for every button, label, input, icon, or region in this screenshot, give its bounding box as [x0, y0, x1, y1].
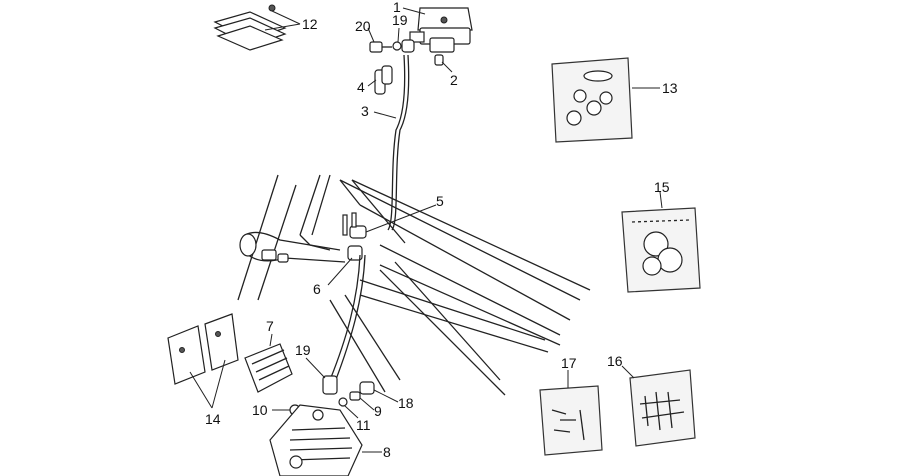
callout-19-top: 19 — [392, 12, 408, 28]
part-6-hose-guide: 6 — [313, 245, 363, 297]
lower-brake-hose — [329, 254, 366, 383]
part-9-screw: 9 — [349, 391, 382, 419]
callout-1: 1 — [393, 0, 401, 15]
callout-11: 11 — [356, 417, 371, 433]
part-1-master-cylinder: 1 — [393, 0, 473, 53]
part-12-reservoir-plate: 12 — [213, 4, 318, 51]
part-14-brake-pads: 14 — [167, 313, 239, 427]
callout-14: 14 — [205, 411, 221, 427]
callout-8: 8 — [383, 444, 391, 460]
part-3-brake-hose: 3 — [361, 54, 410, 231]
callout-9: 9 — [374, 403, 382, 419]
callout-2: 2 — [450, 72, 458, 88]
part-18-bleed-screw: 18 — [359, 381, 414, 411]
callout-7: 7 — [266, 318, 274, 334]
callout-3: 3 — [361, 103, 369, 119]
callout-17: 17 — [561, 355, 577, 371]
part-15-kit-bag: 15 — [621, 179, 701, 293]
callout-5: 5 — [436, 193, 444, 209]
part-19-washer-lower: 19 — [295, 342, 338, 395]
callout-15: 15 — [654, 179, 670, 195]
part-16-kit-bag: 16 — [607, 353, 696, 447]
callout-19-lower: 19 — [295, 342, 311, 358]
frame-tubes — [237, 174, 591, 396]
callout-6: 6 — [313, 281, 321, 297]
part-11-washer: 11 — [338, 397, 371, 433]
part-17-kit-bag: 17 — [539, 355, 603, 456]
callout-12: 12 — [302, 16, 318, 32]
callout-13: 13 — [662, 80, 678, 96]
part-2-screw: 2 — [434, 54, 458, 88]
part-7-pad-spring: 7 — [244, 318, 293, 393]
part-8-caliper: 8 — [269, 404, 391, 476]
part-4-hose-clip: 4 — [357, 65, 393, 95]
part-20-banjo-bolt: 20 — [355, 18, 392, 53]
part-19-washer-top: 19 — [392, 12, 415, 53]
callout-20: 20 — [355, 18, 371, 34]
callout-16: 16 — [607, 353, 623, 369]
part-5-hose-guide: 5 — [342, 193, 444, 239]
callout-18: 18 — [398, 395, 414, 411]
callout-10: 10 — [252, 402, 268, 418]
callout-4: 4 — [357, 79, 365, 95]
part-13-seal-kit: 13 — [551, 57, 678, 143]
